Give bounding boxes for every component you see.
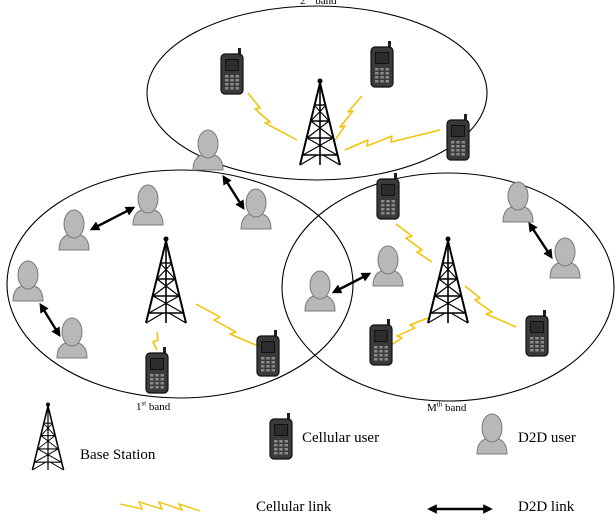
cellular-links (152, 92, 517, 351)
legend-base-station-icon (31, 401, 65, 471)
cellular-phone-icon (525, 309, 549, 357)
double-arrow-icon (89, 206, 136, 231)
legend-base-station-label: Base Station (80, 447, 156, 463)
double-arrow-icon (222, 174, 245, 211)
cellular-phone-icon (145, 346, 169, 394)
legend-d2d-user-label: D2D user (518, 430, 576, 446)
legend-d2d-link-label: D2D link (518, 499, 575, 515)
cell-1st-band (6, 169, 354, 399)
cellular-phone-icon (446, 113, 470, 161)
lightning-link-icon (152, 331, 159, 351)
band-label-2nd: 2nd band (300, 0, 337, 7)
cellular-phone-icon (256, 329, 280, 377)
cellular-phone-icon (376, 172, 400, 220)
d2d-user-icon (12, 260, 44, 302)
band-label-mth: Mth band (427, 400, 467, 414)
d2d-user-icon (58, 209, 90, 251)
cell-mth-band (281, 172, 615, 402)
double-arrow-icon (331, 272, 372, 294)
lightning-link-icon (464, 285, 517, 328)
d2d-user-icon (502, 181, 534, 223)
lightning-link-icon (247, 92, 298, 141)
cellular-phone-icon (369, 318, 393, 366)
d2d-user-icon (372, 245, 404, 287)
band-label-1st: 1st band (136, 399, 171, 413)
lightning-link-icon (334, 95, 363, 141)
legend-d2d-user-icon (476, 413, 508, 455)
d2d-user-icon (304, 270, 336, 312)
lightning-link-icon (395, 223, 433, 263)
d2d-user-icon (240, 188, 272, 230)
base-station-tower-icon (145, 235, 187, 324)
legend-cellular-link-icon (119, 500, 201, 512)
legend-cellular-user-label: Cellular user (302, 430, 380, 446)
d2d-user-icon (132, 184, 164, 226)
lightning-link-icon (195, 303, 259, 347)
d2d-user-icon (192, 129, 224, 171)
lightning-link-icon (387, 317, 429, 348)
base-station-tower-icon (299, 77, 341, 166)
d2d-user-icon (56, 317, 88, 359)
double-arrow-icon (39, 302, 61, 338)
d2d-user-icon (549, 237, 581, 279)
cell-2nd-band (146, 5, 488, 181)
legend-cellular-user-icon (269, 412, 293, 460)
cellular-phone-icon (370, 40, 394, 88)
double-arrow-icon (528, 221, 553, 260)
legend-cellular-link-label: Cellular link (256, 499, 332, 515)
lightning-link-icon (344, 129, 441, 151)
d2d-links (39, 174, 553, 338)
base-station-tower-icon (427, 235, 469, 324)
cellular-phone-icon (220, 47, 244, 95)
